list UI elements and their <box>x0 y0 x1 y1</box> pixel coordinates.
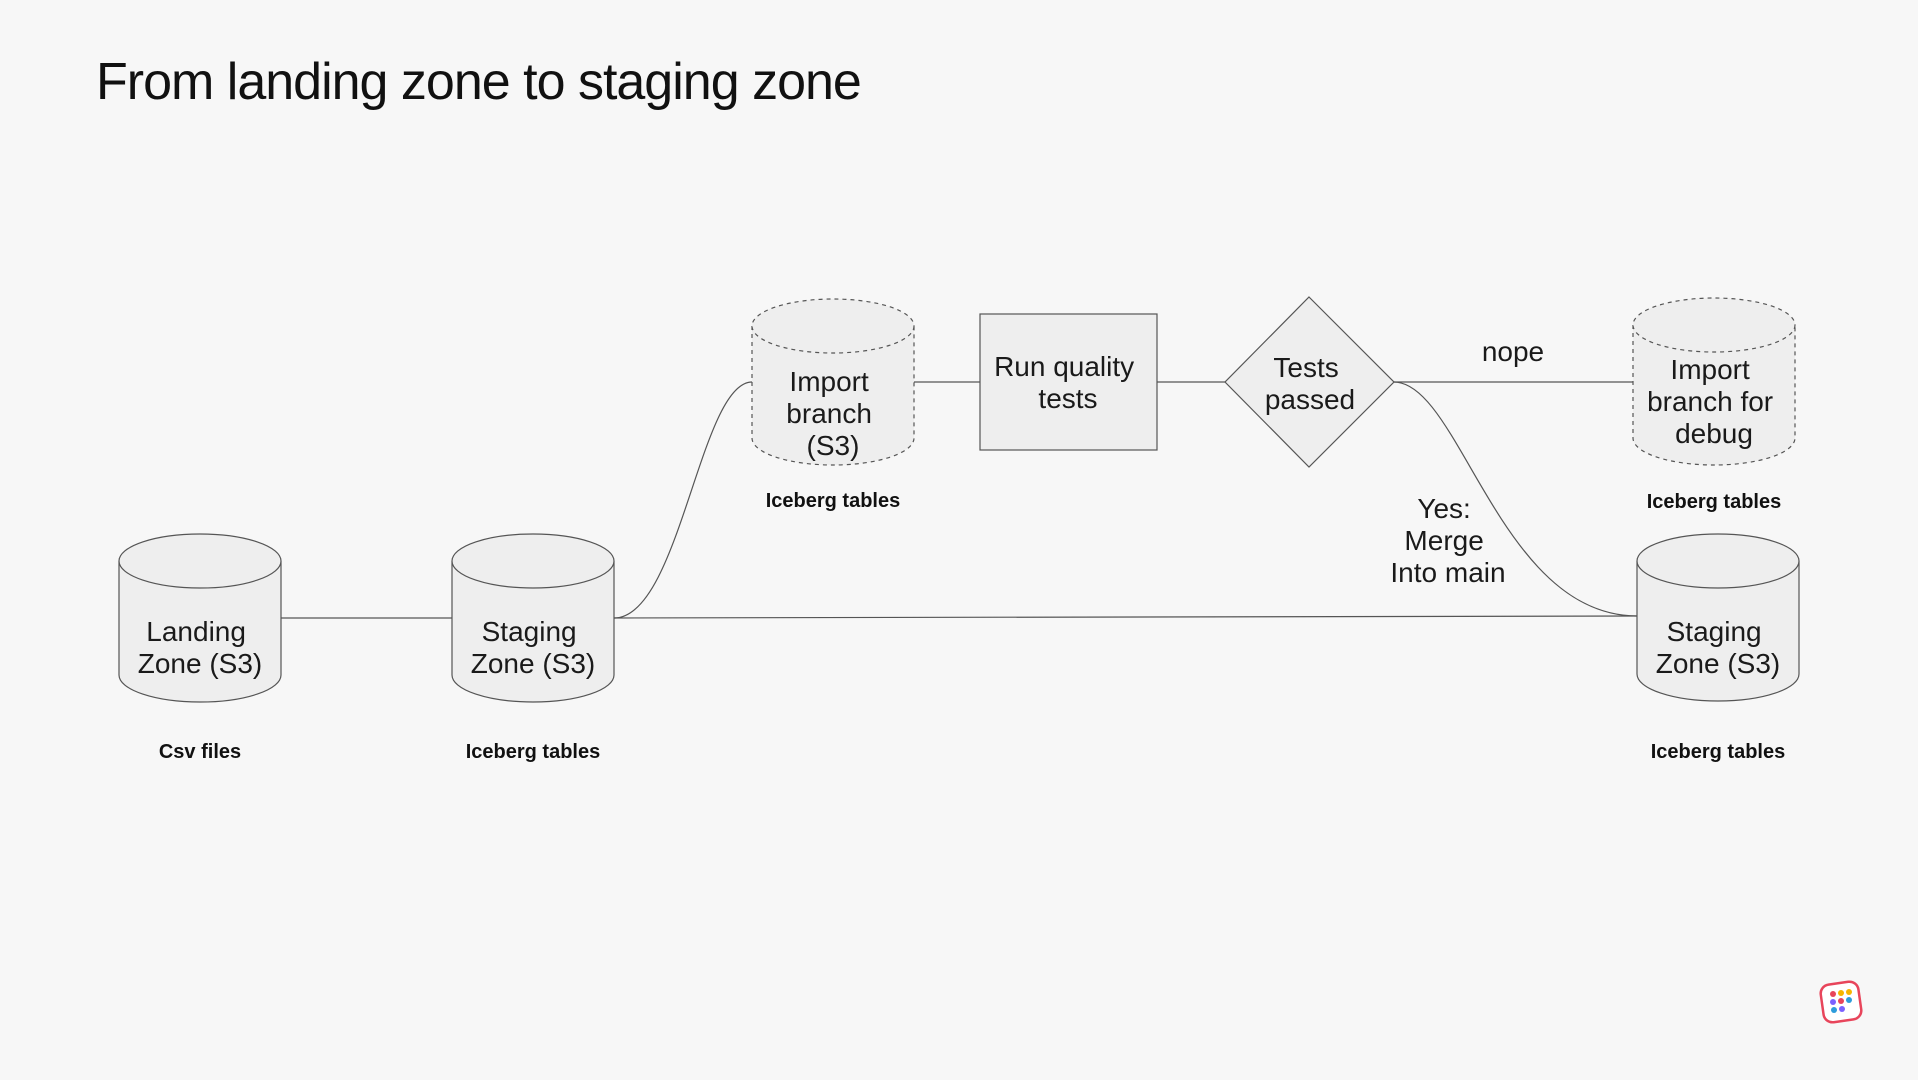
staging-zone-node: Staging Zone (S3) Iceberg tables <box>451 533 615 763</box>
staging-zone-cylinder <box>451 561 615 703</box>
run-quality-tests-label-line: Run quality <box>994 351 1134 382</box>
landing-zone-caption: Csv files <box>159 741 241 763</box>
yes-edge-label-line: Into main <box>1390 557 1505 588</box>
run-quality-tests-label-line: tests <box>1038 383 1097 414</box>
yes-edge-label: Yes: Merge Into main <box>1390 493 1505 588</box>
landing-zone-label: Landing Zone (S3) <box>138 616 263 679</box>
yes-edge-label-line: Yes: <box>1417 493 1470 524</box>
import-branch-debug-cylinder <box>1632 325 1796 466</box>
run-quality-tests-node: Run quality tests <box>979 313 1158 451</box>
import-branch-label-line: branch <box>786 398 872 429</box>
connectors <box>281 381 1638 619</box>
tests-passed-label: Tests passed <box>1265 352 1355 415</box>
yes-edge-label-line: Merge <box>1404 525 1483 556</box>
landing-zone-cylinder <box>118 561 282 703</box>
import-branch-debug-label: Import branch for debug <box>1647 354 1781 449</box>
landing-zone-cylinder-top <box>118 533 282 589</box>
tests-passed-diamond <box>1224 296 1395 468</box>
staging-zone-caption: Iceberg tables <box>466 741 601 763</box>
app-logo-icon <box>1819 980 1863 1024</box>
staging-zone-main-caption: Iceberg tables <box>1651 741 1786 763</box>
import-branch-node: Import branch (S3) Iceberg tables <box>751 298 915 512</box>
import-branch-debug-cylinder-top <box>1632 297 1796 353</box>
edge-staging-to-import-branch <box>613 381 753 619</box>
landing-zone-label-line: Zone (S3) <box>138 648 263 679</box>
import-branch-label-line: Import <box>789 366 869 397</box>
landing-zone-label-line: Landing <box>146 616 246 647</box>
page-title: From landing zone to staging zone <box>96 53 862 111</box>
import-branch-debug-caption: Iceberg tables <box>1647 491 1782 513</box>
import-branch-caption: Iceberg tables <box>766 490 901 512</box>
staging-zone-label: Staging Zone (S3) <box>471 616 596 679</box>
import-branch-debug-label-line: debug <box>1675 418 1753 449</box>
staging-zone-main-label-line: Staging <box>1667 616 1762 647</box>
run-quality-tests-label: Run quality tests <box>994 351 1142 414</box>
staging-zone-main-cylinder <box>1636 561 1800 702</box>
run-quality-tests-box <box>979 313 1158 451</box>
edge-staging-to-staging-main <box>613 615 1638 619</box>
import-branch-label-line: (S3) <box>807 430 860 461</box>
import-branch-cylinder-top <box>751 298 915 354</box>
landing-zone-node: Landing Zone (S3) Csv files <box>118 533 282 763</box>
staging-zone-main-node: Staging Zone (S3) Iceberg tables <box>1636 533 1800 763</box>
nope-edge-label: nope <box>1482 336 1544 367</box>
import-branch-debug-node: Import branch for debug Iceberg tables <box>1632 297 1796 513</box>
tests-passed-label-line: Tests <box>1273 352 1338 383</box>
tests-passed-node: Tests passed <box>1224 296 1395 468</box>
import-branch-label: Import branch (S3) <box>786 366 879 461</box>
staging-zone-main-label-line: Zone (S3) <box>1656 648 1781 679</box>
import-branch-debug-label-line: Import <box>1670 354 1750 385</box>
import-branch-debug-label-line: branch for <box>1647 386 1773 417</box>
staging-zone-main-label: Staging Zone (S3) <box>1656 616 1781 679</box>
staging-zone-label-line: Staging <box>482 616 577 647</box>
tests-passed-label-line: passed <box>1265 384 1355 415</box>
edge-decision-yes <box>1393 381 1638 617</box>
staging-zone-label-line: Zone (S3) <box>471 648 596 679</box>
staging-zone-cylinder-top <box>451 533 615 589</box>
staging-zone-main-cylinder-top <box>1636 533 1800 589</box>
import-branch-cylinder <box>751 326 915 466</box>
